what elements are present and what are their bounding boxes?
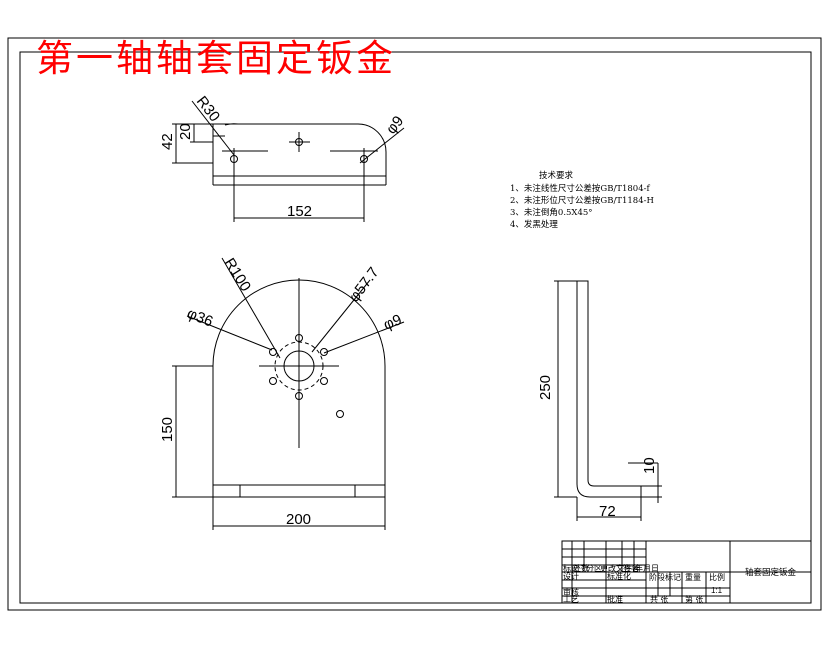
tech-note-line-3: 3、未注倒角0.5X45° xyxy=(510,207,593,218)
dim-phi57-label: φ57.7 xyxy=(346,264,383,305)
front-view-bolt-hole-lower-left xyxy=(269,377,277,385)
tech-note-line-2: 2、未注形位尺寸公差按GB/T1184-H xyxy=(510,195,654,206)
inner-frame xyxy=(19,51,812,604)
dim-r30-label: R30 xyxy=(193,93,223,125)
tb-standardize-label: 标准化 xyxy=(607,571,631,581)
dim-phi9-front-label: φ9 xyxy=(381,311,404,334)
tech-notes-heading: 技术要求 xyxy=(539,170,574,181)
leader-r100 xyxy=(221,257,281,359)
front-view-outline xyxy=(212,279,386,498)
dim-10-label: 10 xyxy=(641,457,658,474)
front-view-bolt-hole-lower-right xyxy=(320,377,328,385)
tb-scale-label: 比例 xyxy=(709,572,725,582)
tb-header-mark: 标记 xyxy=(563,563,579,573)
tb-design-label: 设计 xyxy=(563,571,579,581)
drawing-title: 第一轴轴套固定钣金 xyxy=(36,37,396,80)
front-view xyxy=(172,257,405,530)
tech-notes: 技术要求 1、未注线性尺寸公差按GB/T1804-f 2、未注形位尺寸公差按GB… xyxy=(510,170,654,230)
tb-sheet-no: 第 张 xyxy=(685,594,703,604)
tb-header-count: 处数 xyxy=(573,563,589,573)
dim-250-label: 250 xyxy=(537,375,554,400)
tb-header-sign: 签名 xyxy=(623,563,639,573)
side-view-profile xyxy=(576,280,642,498)
title-block xyxy=(561,540,812,604)
top-view-r30-arc xyxy=(213,123,239,137)
dim-152-label: 152 xyxy=(287,203,312,220)
dim-phi36-label: φ36 xyxy=(185,305,216,331)
tech-note-line-1: 1、未注线性尺寸公差按GB/T1804-f xyxy=(510,183,650,194)
title-block-text: 标记 处数 分区 更改文件号 签名 年月日 设计 标准化 审核 工艺 批准 阶段… xyxy=(563,563,797,604)
dim-phi9-top-label: φ9 xyxy=(383,113,408,138)
dim-42-label: 42 xyxy=(159,133,176,150)
dim-150-label: 150 xyxy=(159,417,176,442)
tb-approve-label: 批准 xyxy=(607,594,623,604)
tb-stage-label: 阶段标记 xyxy=(649,572,681,582)
dim-20-label: 20 xyxy=(177,123,194,140)
top-view xyxy=(172,100,405,222)
tb-header-date: 年月日 xyxy=(635,563,659,573)
leader-phi9-top xyxy=(359,127,405,164)
tb-sheets-total: 共 张 xyxy=(650,595,668,604)
tb-header-change-doc: 更改文件号 xyxy=(600,563,640,573)
tb-part-name: 轴套固定钣金 xyxy=(745,567,797,578)
dim-r100-label: R100 xyxy=(221,255,254,294)
leader-phi57 xyxy=(311,279,371,353)
leader-phi36 xyxy=(186,315,273,351)
tb-header-zone: 分区 xyxy=(586,564,602,573)
tb-process-label: 工艺 xyxy=(563,595,579,604)
leader-phi9-front xyxy=(323,321,405,354)
front-view-small-hole xyxy=(336,410,344,418)
tb-weight-label: 重量 xyxy=(685,572,701,582)
outer-frame xyxy=(7,37,822,611)
tb-scale-value: 1:1 xyxy=(711,586,723,595)
tb-review-label: 审核 xyxy=(563,587,579,597)
dim-72-label: 72 xyxy=(599,503,616,520)
side-view xyxy=(554,280,662,521)
dim-200-label: 200 xyxy=(286,511,311,528)
tech-note-line-4: 4、发黑处理 xyxy=(510,219,558,230)
top-view-outline xyxy=(212,123,387,185)
leader-r30 xyxy=(191,100,235,156)
